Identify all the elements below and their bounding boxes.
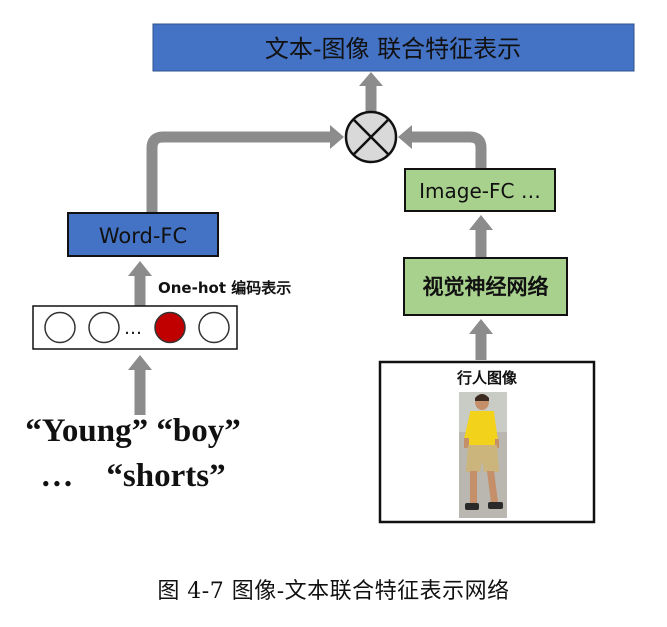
cnn-label: 视觉神经网络 xyxy=(423,275,549,299)
cnn-box: 视觉神经网络 xyxy=(403,257,568,316)
onehot-cell-active xyxy=(154,311,186,344)
arrow-image-to-cnn xyxy=(469,319,493,360)
joint-feature-box: 文本-图像 联合特征表示 xyxy=(152,23,635,72)
word-fc-label: Word-FC xyxy=(99,224,187,248)
arrow-word-fc-to-fusion xyxy=(146,125,344,212)
word-fc-box: Word-FC xyxy=(67,212,219,257)
onehot-vector: … xyxy=(32,305,238,350)
pedestrian-photo xyxy=(459,392,507,518)
onehot-cell-0 xyxy=(44,311,76,344)
pedestrian-label: 行人图像 xyxy=(456,369,518,387)
input-words-line1: “Young” “boy” xyxy=(25,413,240,449)
image-fc-box: Image-FC … xyxy=(404,168,556,212)
onehot-label: One-hot 编码表示 xyxy=(158,279,291,297)
multiply-fusion-icon xyxy=(344,110,398,164)
arrow-cnn-to-image-fc xyxy=(469,215,493,258)
input-words-line2: … “shorts” xyxy=(40,458,225,494)
figure-caption: 图 4-7 图像-文本联合特征表示网络 xyxy=(157,579,510,604)
onehot-cell-3 xyxy=(198,311,230,344)
arrow-words-to-onehot xyxy=(128,355,152,415)
joint-feature-label: 文本-图像 联合特征表示 xyxy=(265,35,521,63)
arrow-image-fc-to-fusion xyxy=(398,125,487,168)
onehot-cell-1 xyxy=(88,311,120,344)
arrow-onehot-to-word-fc xyxy=(128,261,152,306)
image-fc-label: Image-FC … xyxy=(419,179,541,203)
onehot-ellipsis: … xyxy=(124,318,142,339)
